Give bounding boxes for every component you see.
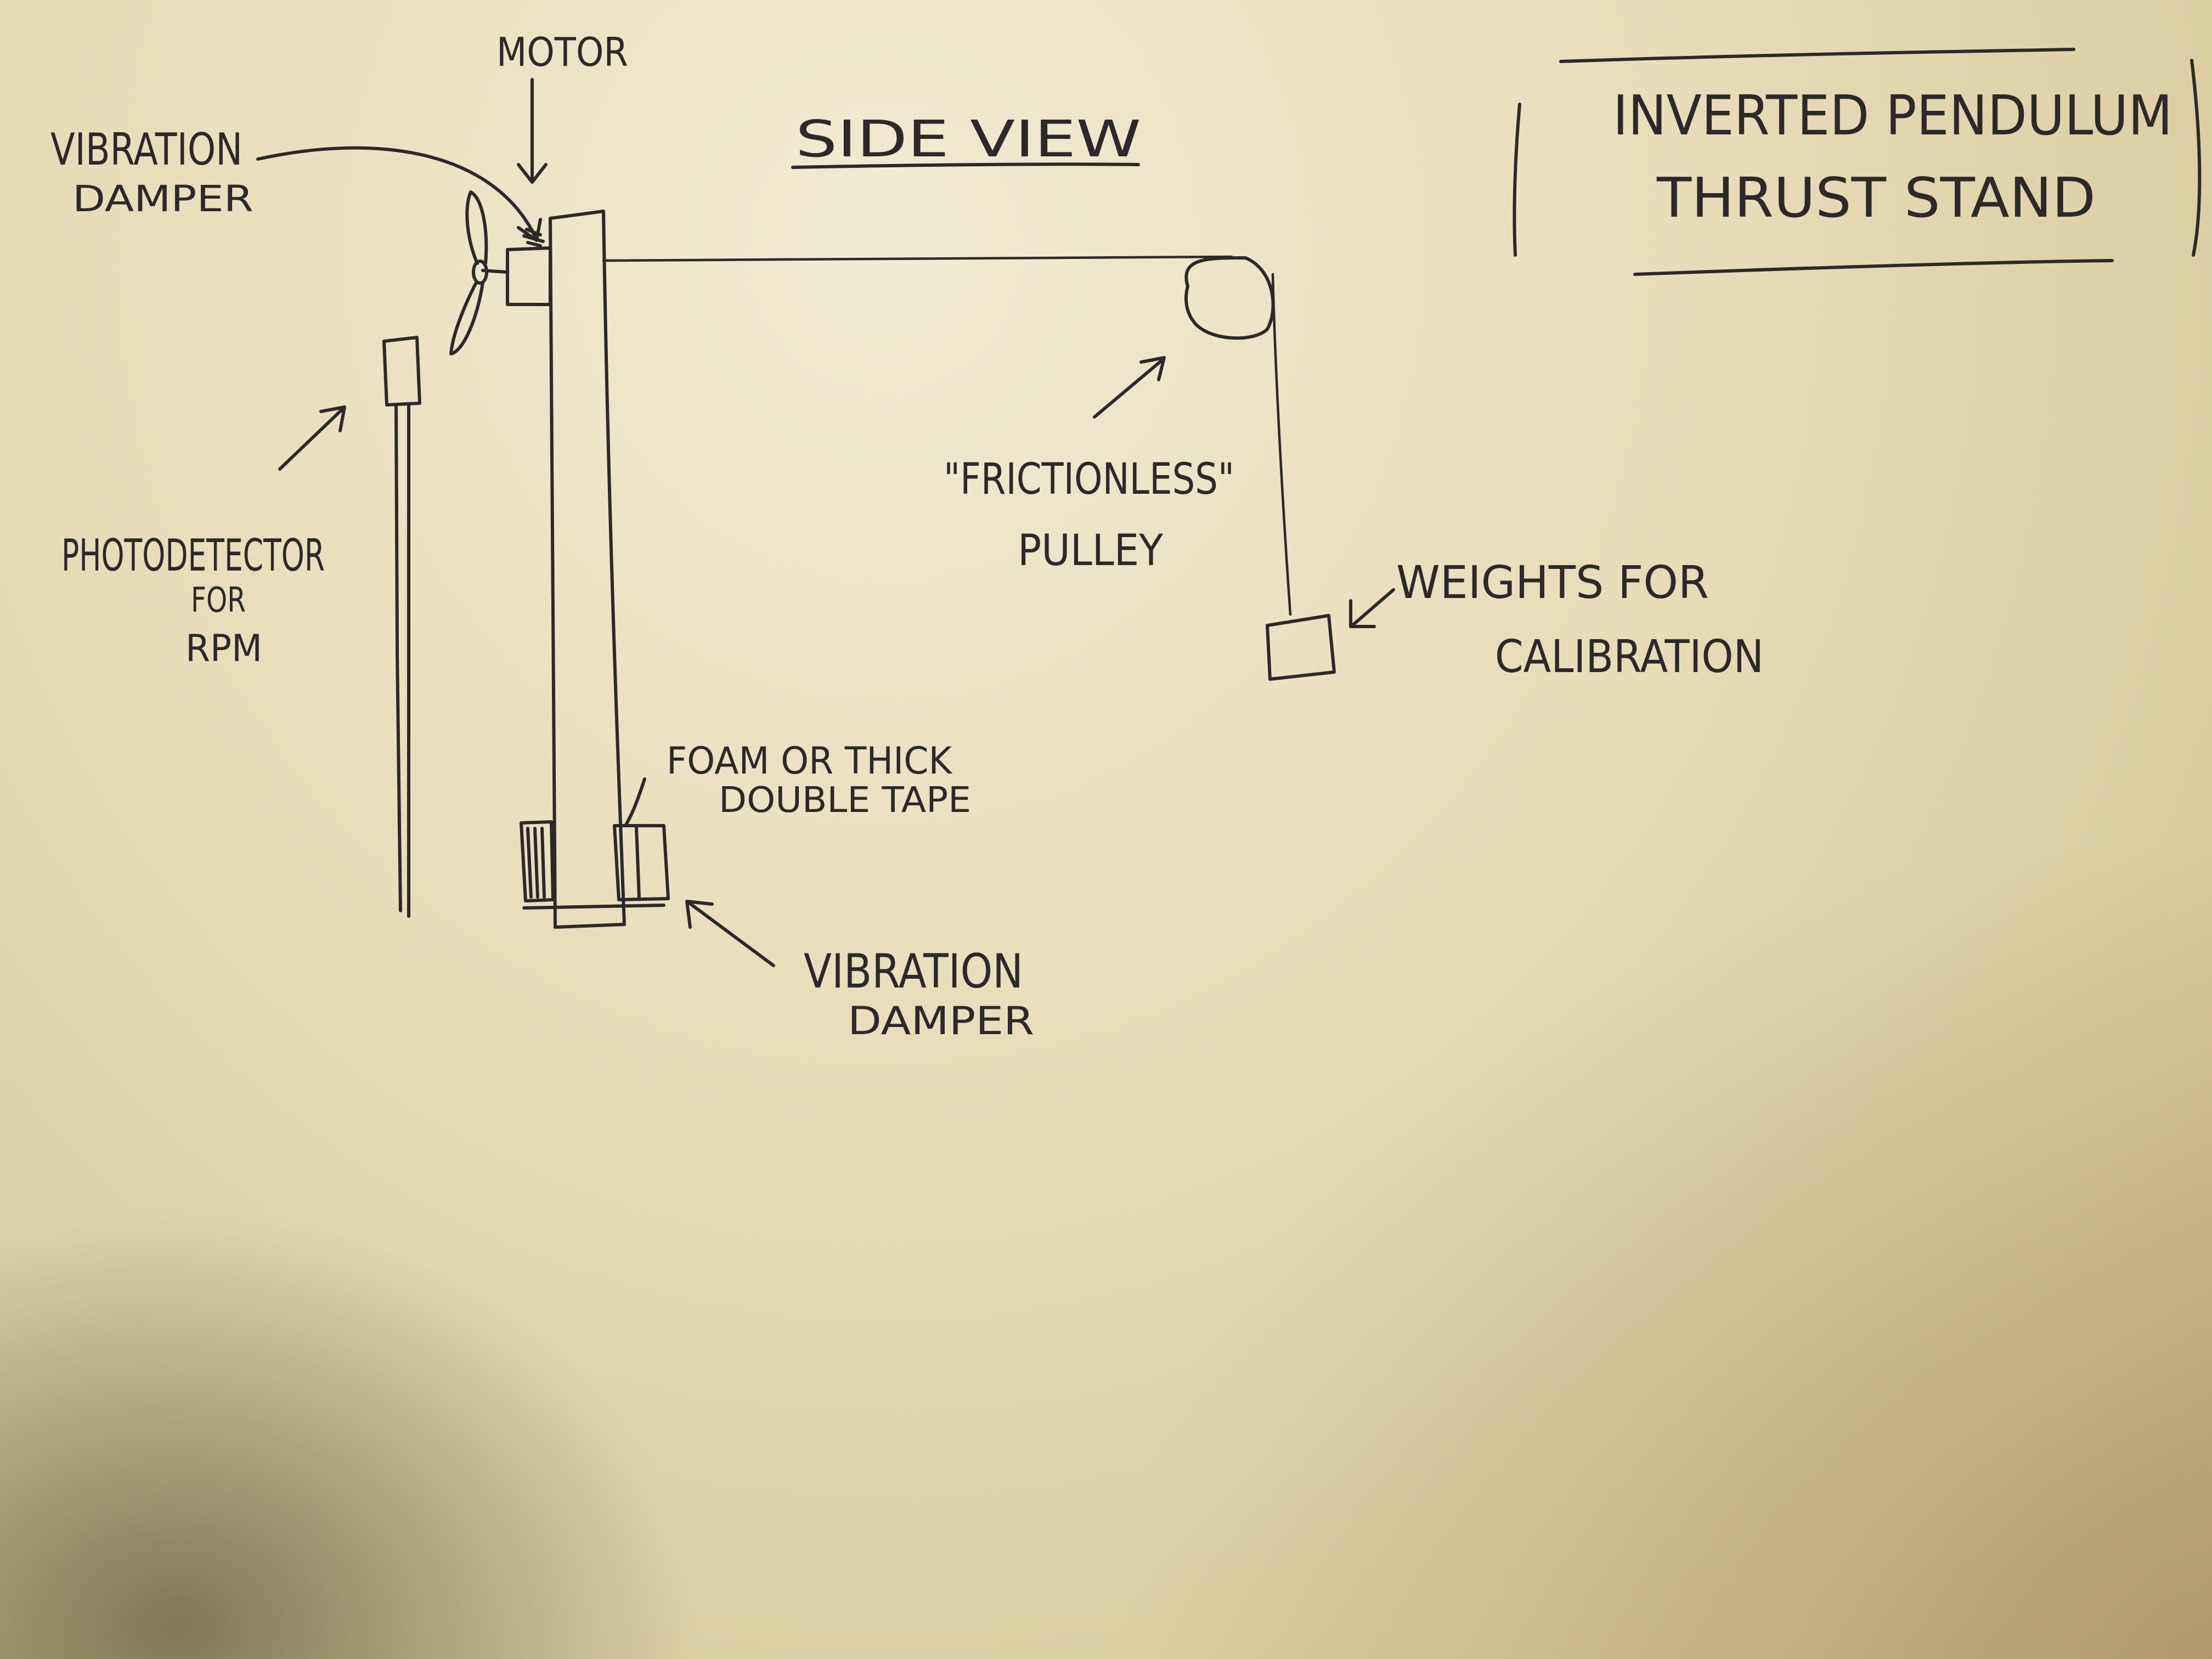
weights-arrow (1351, 588, 1395, 627)
motor-label: MOTOR (496, 29, 628, 75)
damper-left-block (520, 820, 555, 902)
side-view-underline (791, 162, 1140, 169)
damper-bottom-label-line2: DAMPER (848, 998, 1034, 1043)
photodetector-head (382, 336, 421, 407)
pulley-label-line1: "FRICTIONLESS" (944, 455, 1234, 504)
weights-label-line1: WEIGHTS FOR (1396, 557, 1709, 609)
tape-pointer (624, 777, 646, 827)
title-right-bracket (2190, 59, 2202, 257)
propeller-blade-top (465, 190, 488, 265)
side-view-label: SIDE VIEW (795, 110, 1141, 168)
weights-label-line2: CALIBRATION (1495, 631, 1764, 683)
title-top-rule (1559, 48, 2075, 63)
photodetector-label-line3: RPM (185, 627, 262, 670)
pulley-arrow-head (1139, 356, 1166, 381)
tape-label-line1: FOAM OR THICK (667, 740, 953, 783)
pulley-label-line2: PULLEY (1018, 526, 1163, 575)
pulley-arrow (1093, 358, 1165, 419)
damper-top-arrow (256, 146, 537, 238)
damper-right-block (613, 824, 670, 901)
damper-bottom-arrow-head (685, 900, 714, 929)
damper-bottom-label-line1: VIBRATION (804, 944, 1023, 999)
post-bottom-edge (554, 923, 626, 929)
damper-right-inner (635, 826, 641, 899)
pointer-arrows (256, 78, 1395, 967)
string-horizontal (602, 255, 1233, 262)
title-line2: THRUST STAND (1656, 166, 2096, 230)
string-vertical (1271, 273, 1292, 616)
post-left-edge (549, 217, 557, 929)
post-top-edge (549, 210, 605, 220)
motor-arrow-head (517, 163, 548, 184)
damper-bottom-arrow (687, 901, 775, 967)
photodetector-arrow-head (319, 405, 346, 432)
pulley-system (602, 255, 1336, 681)
photodetector-label-line2: FOR (191, 580, 246, 620)
photodetector-arrow (278, 407, 345, 471)
side-view-heading: SIDE VIEW (791, 110, 1141, 169)
weights-arrow-head (1349, 599, 1376, 628)
propeller-hub (472, 259, 488, 285)
pendulum-post (549, 210, 626, 929)
base-line (522, 904, 665, 910)
post-right-edge (602, 210, 626, 926)
damper-top-label-line1: VIBRATION (50, 124, 242, 175)
calibration-weight (1266, 614, 1336, 681)
title-line1: INVERTED PENDULUM (1613, 83, 2172, 148)
title-box: INVERTED PENDULUM THRUST STAND (1513, 48, 2202, 276)
photodetector-stem-left (394, 403, 402, 912)
title-bottom-rule (1633, 259, 2114, 276)
pulley-wheel (1184, 256, 1275, 340)
tape-label-line2: DOUBLE TAPE (719, 780, 971, 821)
propeller-blade-bottom (449, 281, 484, 356)
photodetector-label-line1: PHOTODETECTOR (61, 530, 325, 581)
title-left-bracket (1513, 103, 1521, 257)
photodetector (382, 336, 421, 918)
base-damper (520, 777, 670, 910)
damper-top-label-line2: DAMPER (72, 178, 253, 220)
damper-top-arrow-head (517, 218, 542, 242)
damper-left-hatch (526, 827, 546, 899)
motor-assembly (449, 190, 552, 356)
labels: MOTOR VIBRATION DAMPER PHOTODETECTOR FOR… (50, 29, 1764, 1043)
motor-body (506, 246, 552, 306)
